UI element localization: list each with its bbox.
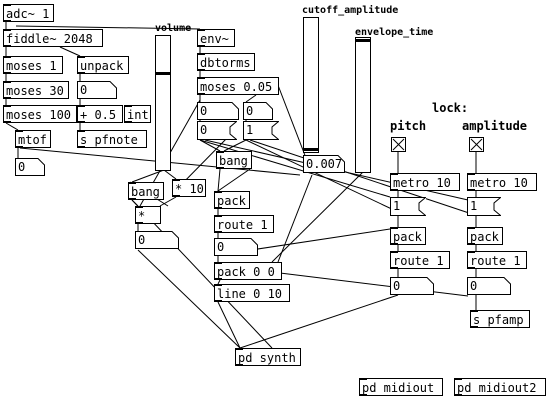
unpack-object[interactable]: unpack bbox=[77, 56, 129, 74]
times10-object[interactable]: * 10 bbox=[172, 179, 206, 197]
moses100-object[interactable]: moses 100 bbox=[3, 105, 77, 123]
volume-slider-knob[interactable] bbox=[156, 71, 170, 75]
moses005-object[interactable]: moses 0.05 bbox=[197, 77, 279, 95]
route-number[interactable]: 0 bbox=[214, 238, 258, 256]
fiddle-object[interactable]: fiddle~ 2048 bbox=[3, 29, 103, 47]
amplitude-lock-toggle[interactable] bbox=[469, 137, 484, 152]
pd-midiout-object[interactable]: pd midiout bbox=[359, 378, 443, 396]
mtof-object[interactable]: mtof bbox=[15, 130, 51, 148]
unpack-number[interactable]: 0 bbox=[77, 81, 117, 99]
volume-slider[interactable] bbox=[155, 35, 171, 171]
moses-right-number[interactable]: 0 bbox=[243, 102, 273, 120]
moses-left-number[interactable]: 0 bbox=[197, 102, 239, 120]
pd-midiout2-object[interactable]: pd midiout2 bbox=[454, 378, 546, 396]
moses30-object[interactable]: moses 30 bbox=[3, 81, 69, 99]
metro-pitch-object[interactable]: metro 10 bbox=[390, 173, 460, 191]
metro-amp-number[interactable]: 1 bbox=[467, 197, 501, 216]
spfamp-object[interactable]: s pfamp bbox=[470, 310, 530, 328]
lock-label: lock: bbox=[432, 101, 469, 115]
amplitude-label: amplitude bbox=[462, 119, 528, 133]
route-pitch-number[interactable]: 0 bbox=[390, 277, 434, 295]
cutoff-slider[interactable] bbox=[303, 17, 319, 153]
pack-pitch-object[interactable]: pack bbox=[390, 227, 426, 245]
moses1-object[interactable]: moses 1 bbox=[3, 56, 63, 74]
route-object[interactable]: route 1 bbox=[214, 215, 274, 233]
spfnote-object[interactable]: s pfnote bbox=[77, 130, 147, 148]
envelope-time-label: envelope_time bbox=[355, 27, 434, 38]
mtof-number[interactable]: 0 bbox=[15, 158, 45, 176]
cutoff-number[interactable]: 0.007 bbox=[303, 155, 345, 173]
pack00-object[interactable]: pack 0 0 bbox=[214, 262, 282, 280]
times-number[interactable]: 0 bbox=[135, 231, 179, 249]
adc-object[interactable]: adc~ 1 bbox=[3, 4, 54, 22]
pack-amp-object[interactable]: pack bbox=[467, 227, 503, 245]
metro-pitch-number[interactable]: 1 bbox=[390, 197, 426, 216]
line010-object[interactable]: line 0 10 bbox=[214, 284, 290, 302]
toggle-x-icon bbox=[392, 138, 405, 151]
plus-object[interactable]: + 0.5 bbox=[77, 105, 123, 123]
envelope-slider[interactable] bbox=[355, 37, 371, 173]
cutoff-slider-knob[interactable] bbox=[304, 148, 318, 152]
route-pitch-object[interactable]: route 1 bbox=[390, 251, 450, 269]
pitch-label: pitch bbox=[390, 119, 427, 133]
route-amp-number[interactable]: 0 bbox=[467, 277, 511, 295]
envelope-slider-knob[interactable] bbox=[356, 39, 370, 43]
one-message[interactable]: 1 bbox=[243, 121, 279, 140]
pitch-lock-toggle[interactable] bbox=[391, 137, 406, 152]
int-object[interactable]: int bbox=[124, 105, 151, 123]
env-object[interactable]: env~ bbox=[197, 29, 235, 47]
bang-main-object[interactable]: bang bbox=[216, 151, 252, 169]
volume-label: volume bbox=[155, 23, 192, 34]
pd-synth-object[interactable]: pd synth bbox=[235, 348, 301, 366]
times-object[interactable]: * bbox=[135, 206, 161, 224]
dbtorms-object[interactable]: dbtorms bbox=[197, 53, 255, 71]
toggle-x-icon bbox=[470, 138, 483, 151]
route-amp-object[interactable]: route 1 bbox=[467, 251, 527, 269]
pack-object[interactable]: pack bbox=[214, 191, 250, 209]
zero-message[interactable]: 0 bbox=[197, 121, 237, 140]
cutoff-amplitude-label: cutoff_amplitude bbox=[302, 5, 399, 16]
metro-amp-object[interactable]: metro 10 bbox=[467, 173, 537, 191]
bang-left-object[interactable]: bang bbox=[128, 182, 164, 200]
